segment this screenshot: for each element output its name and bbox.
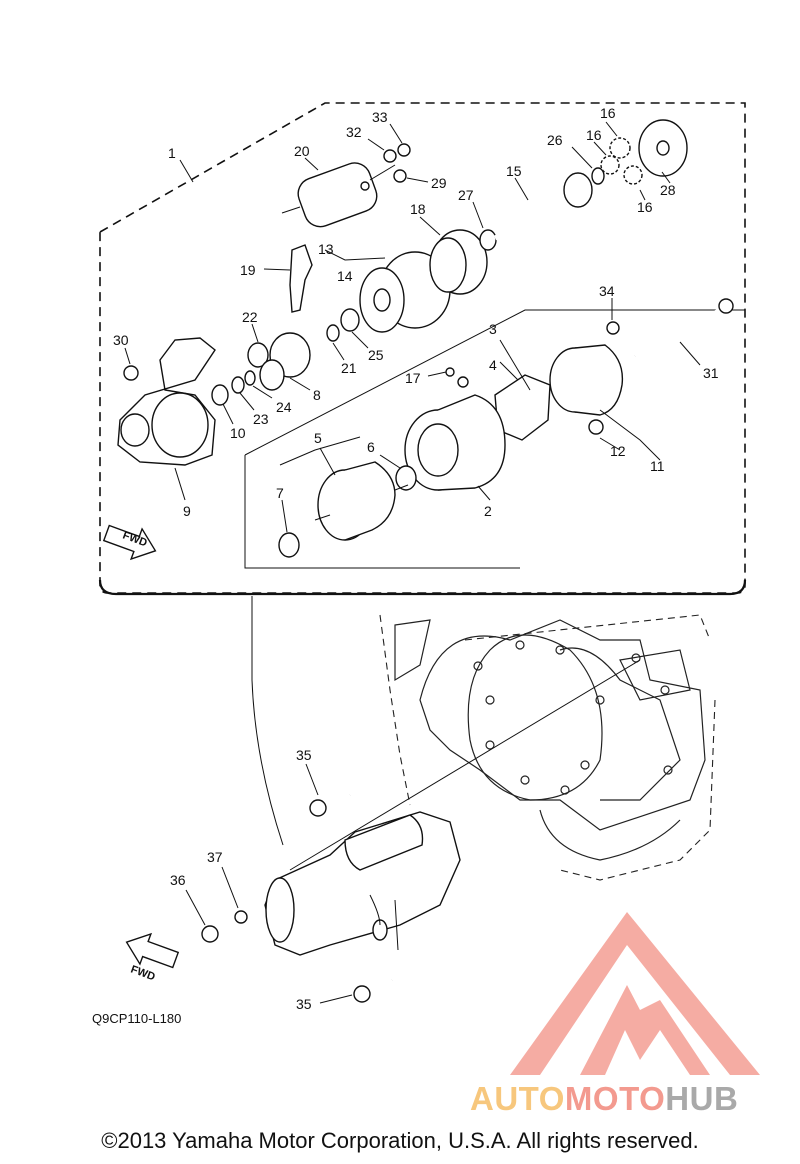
part-label-33: 33 (372, 109, 388, 125)
part-label-3: 3 (489, 321, 497, 337)
fwd-arrow-upper (102, 524, 157, 561)
watermark-text-auto: AUTO (470, 1080, 565, 1117)
part-label-14: 14 (337, 268, 353, 284)
part-label-15: 15 (506, 163, 522, 179)
part-armature (314, 461, 409, 541)
part-label-12: 12 (610, 443, 626, 459)
part-label-21: 21 (341, 360, 357, 376)
part-pinion-shaft (493, 172, 593, 241)
part-through-bolt (634, 298, 734, 358)
part-front-housing (117, 337, 216, 466)
part-label-30: 30 (113, 332, 129, 348)
part-label-18: 18 (410, 201, 426, 217)
part-label-4: 4 (489, 357, 497, 373)
part-label-2: 2 (484, 503, 492, 519)
part-label-31: 31 (703, 365, 719, 381)
assembly-leader-line (251, 596, 284, 846)
part-label-19: 19 (240, 262, 256, 278)
part-label-34: 34 (599, 283, 615, 299)
part-brush-holder (445, 367, 551, 441)
watermark-text-hub: HUB (665, 1080, 739, 1117)
part-label-24: 24 (276, 399, 292, 415)
part-label-16a: 16 (600, 105, 616, 121)
part-label-1: 1 (168, 145, 176, 161)
part-label-8: 8 (313, 387, 321, 403)
part-label-28: 28 (660, 182, 676, 198)
part-label-17: 17 (405, 370, 421, 386)
part-label-11: 11 (650, 458, 665, 474)
part-label-7: 7 (276, 485, 284, 501)
fwd-arrow-lower (125, 932, 180, 969)
part-label-6: 6 (367, 439, 375, 455)
part-rear-cover (549, 344, 624, 435)
part-label-16b: 16 (586, 127, 602, 143)
part-yoke (404, 394, 506, 491)
part-label-32: 32 (346, 124, 362, 140)
part-label-36: 36 (170, 872, 186, 888)
part-label-29: 29 (431, 175, 447, 191)
part-solenoid (281, 162, 396, 228)
part-label-16c: 16 (637, 199, 653, 215)
assembled-starter-motor (264, 659, 641, 956)
watermark-text-moto: MOTO (564, 1080, 666, 1117)
part-label-35a: 35 (296, 747, 312, 763)
part-bolt-upper (309, 792, 352, 817)
part-number-labels: 1 2 3 4 5 6 7 8 9 10 11 12 13 14 15 16 1… (113, 105, 719, 1012)
part-label-26: 26 (547, 132, 563, 148)
part-label-37: 37 (207, 849, 223, 865)
copyright-notice: ©2013 Yamaha Motor Corporation, U.S.A. A… (101, 1128, 699, 1153)
part-label-25: 25 (368, 347, 384, 363)
part-internal-gear (429, 229, 488, 295)
part-bolt-lower (353, 977, 394, 1003)
part-label-9: 9 (183, 503, 191, 519)
part-label-10: 10 (230, 425, 246, 441)
drawing-code: Q9CP110-L180 (92, 1011, 182, 1026)
part-label-35b: 35 (296, 996, 312, 1012)
part-label-20: 20 (294, 143, 310, 159)
assembly-boundary-bottom (98, 579, 747, 596)
part-label-13: 13 (318, 241, 334, 257)
engine-block-outline (379, 614, 716, 881)
part-label-27: 27 (458, 187, 474, 203)
part-label-5: 5 (314, 430, 322, 446)
watermark-text: AUTOMOTOHUB (470, 1080, 738, 1118)
armature-subframe (244, 309, 745, 569)
part-label-23: 23 (253, 411, 269, 427)
part-label-22: 22 (242, 309, 258, 325)
